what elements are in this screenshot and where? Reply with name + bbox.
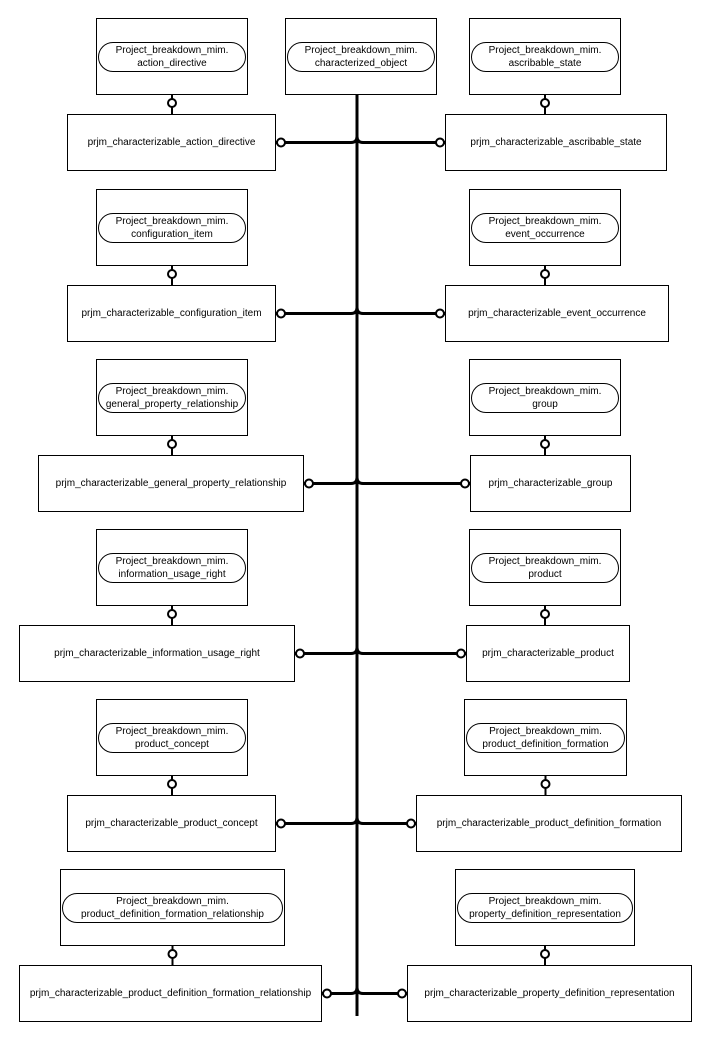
right-spine-branch-5 xyxy=(355,817,416,825)
left-mim-connector-circle-3 xyxy=(167,439,177,449)
left-spine-branch-1 xyxy=(276,136,359,144)
supertype-line2: characterized_object xyxy=(314,58,408,69)
right-entity-box-6: prjm_characterizable_property_definition… xyxy=(407,965,692,1022)
left-mim-connector-circle-5 xyxy=(167,779,177,789)
right-mim-connector-circle-4 xyxy=(540,609,550,619)
right-spine-circle-4 xyxy=(456,648,466,659)
right-spine-circle-1 xyxy=(435,137,445,148)
right-entity-box-2: prjm_characterizable_event_occurrence xyxy=(445,285,669,342)
right-entity-label-5: prjm_characterizable_product_definition_… xyxy=(436,818,662,829)
right-mim-label-2: Project_breakdown_mim. event_occurrence xyxy=(471,213,619,243)
right-spine-branch-6 xyxy=(355,987,407,995)
right-mim-connector-circle-6 xyxy=(540,949,550,959)
right-spine-branch-2 xyxy=(355,307,445,315)
left-entity-label-1: prjm_characterizable_action_directive xyxy=(87,137,256,148)
left-mim-line1-2: Project_breakdown_mim. xyxy=(115,216,229,227)
right-mim-connector-circle-2 xyxy=(540,269,550,279)
right-mim-line1-3: Project_breakdown_mim. xyxy=(488,386,602,397)
left-mim-label-4: Project_breakdown_mim. information_usage_… xyxy=(98,553,246,583)
left-entity-box-5: prjm_characterizable_product_concept xyxy=(67,795,276,852)
right-entity-box-3: prjm_characterizable_group xyxy=(470,455,631,512)
right-spine-branch-3 xyxy=(355,477,470,485)
right-spine-circle-2 xyxy=(435,308,445,319)
left-mim-line2-3: general_property_relationship xyxy=(105,399,239,410)
right-entity-label-3: prjm_characterizable_group xyxy=(488,478,613,489)
right-mim-connector-circle-1 xyxy=(540,98,550,108)
right-entity-label-6: prjm_characterizable_property_definition… xyxy=(424,988,675,999)
right-mim-line1-2: Project_breakdown_mim. xyxy=(488,216,602,227)
left-mim-label-3: Project_breakdown_mim. general_property_r… xyxy=(98,383,246,413)
right-entity-box-5: prjm_characterizable_product_definition_… xyxy=(416,795,682,852)
left-mim-connector-circle-6 xyxy=(167,949,178,959)
right-spine-branch-4 xyxy=(355,647,466,655)
supertype-label: Project_breakdown_mim. characterized_obj… xyxy=(287,42,435,72)
right-mim-line1-4: Project_breakdown_mim. xyxy=(488,556,602,567)
right-mim-line2-3: group xyxy=(532,399,558,410)
right-spine-circle-3 xyxy=(460,478,470,489)
left-spine-circle-5 xyxy=(276,818,286,829)
right-mim-label-6: Project_breakdown_mim. property_definitio… xyxy=(457,893,633,923)
right-spine-circle-6 xyxy=(397,988,407,999)
left-spine-circle-1 xyxy=(276,137,286,148)
left-entity-box-4: prjm_characterizable_information_usage_r… xyxy=(19,625,295,682)
left-mim-connector-circle-2 xyxy=(167,269,177,279)
left-spine-branch-2 xyxy=(276,307,359,315)
right-mim-connector-circle-3 xyxy=(540,439,550,449)
left-mim-line1-3: Project_breakdown_mim. xyxy=(115,386,229,397)
left-entity-label-2: prjm_characterizable_configuration_item xyxy=(81,308,262,319)
right-entity-box-1: prjm_characterizable_ascribable_state xyxy=(445,114,667,171)
right-mim-label-1: Project_breakdown_mim. ascribable_state xyxy=(471,42,619,72)
left-entity-label-6: prjm_characterizable_product_definition_… xyxy=(29,988,312,999)
left-entity-box-6: prjm_characterizable_product_definition_… xyxy=(19,965,322,1022)
left-entity-label-4: prjm_characterizable_information_usage_r… xyxy=(54,648,260,659)
left-mim-line1-1: Project_breakdown_mim. xyxy=(115,45,229,56)
left-entity-label-5: prjm_characterizable_product_concept xyxy=(85,818,258,829)
right-mim-line2-1: ascribable_state xyxy=(508,58,582,69)
left-entity-box-1: prjm_characterizable_action_directive xyxy=(67,114,276,171)
left-mim-line2-5: product_concept xyxy=(135,739,209,750)
left-mim-line2-2: configuration_item xyxy=(131,229,213,240)
left-spine-circle-6 xyxy=(322,988,332,999)
right-mim-label-4: Project_breakdown_mim.product xyxy=(471,553,619,583)
right-mim-line2-2: event_occurrence xyxy=(505,229,585,240)
right-entity-label-1: prjm_characterizable_ascribable_state xyxy=(470,137,642,148)
left-mim-line2-1: action_directive xyxy=(137,58,207,69)
right-mim-label-5: Project_breakdown_mim. product_definition… xyxy=(466,723,625,753)
right-mim-line1-6: Project_breakdown_mim. xyxy=(488,896,602,907)
right-mim-line1-5: Project_breakdown_mim. xyxy=(489,726,602,737)
left-mim-line1-6: Project_breakdown_mim. xyxy=(116,896,229,907)
right-spine-branch-1 xyxy=(355,136,445,144)
right-entity-box-4: prjm_characterizable_product xyxy=(466,625,630,682)
left-mim-label-5: Project_breakdown_mim. product_concept xyxy=(98,723,246,753)
right-entity-label-2: prjm_characterizable_event_occurrence xyxy=(468,308,646,319)
left-entity-label-3: prjm_characterizable_general_property_re… xyxy=(55,478,287,489)
right-mim-line2-5: product_definition_formation xyxy=(482,739,609,750)
left-mim-connector-circle-1 xyxy=(167,98,177,108)
left-mim-label-2: Project_breakdown_mim. configuration_item xyxy=(98,213,246,243)
left-spine-circle-4 xyxy=(295,648,305,659)
left-spine-circle-2 xyxy=(276,308,286,319)
left-entity-box-3: prjm_characterizable_general_property_re… xyxy=(38,455,304,512)
left-mim-line1-5: Project_breakdown_mim. xyxy=(115,726,229,737)
right-entity-label-4: prjm_characterizable_product xyxy=(482,648,614,659)
left-mim-label-6: Project_breakdown_mim. product_definition… xyxy=(62,893,283,923)
left-mim-line1-4: Project_breakdown_mim. xyxy=(115,556,229,567)
right-mim-line1-1: Project_breakdown_mim. xyxy=(488,45,602,56)
right-mim-connector-circle-5 xyxy=(540,779,551,789)
left-spine-branch-5 xyxy=(276,817,359,825)
left-entity-box-2: prjm_characterizable_configuration_item xyxy=(67,285,276,342)
supertype-line1: Project_breakdown_mim. xyxy=(304,45,418,56)
left-mim-line2-6: product_definition_formation_relationshi… xyxy=(81,909,264,920)
right-spine-circle-5 xyxy=(406,818,416,829)
left-mim-label-1: Project_breakdown_mim. action_directive xyxy=(98,42,246,72)
right-mim-line2-6: property_definition_representation xyxy=(469,909,621,920)
left-mim-line2-4: information_usage_right xyxy=(118,569,226,580)
left-mim-connector-circle-4 xyxy=(167,609,177,619)
left-spine-circle-3 xyxy=(304,478,314,489)
right-mim-label-3: Project_breakdown_mim.group xyxy=(471,383,619,413)
right-mim-line2-4: product xyxy=(528,569,562,580)
